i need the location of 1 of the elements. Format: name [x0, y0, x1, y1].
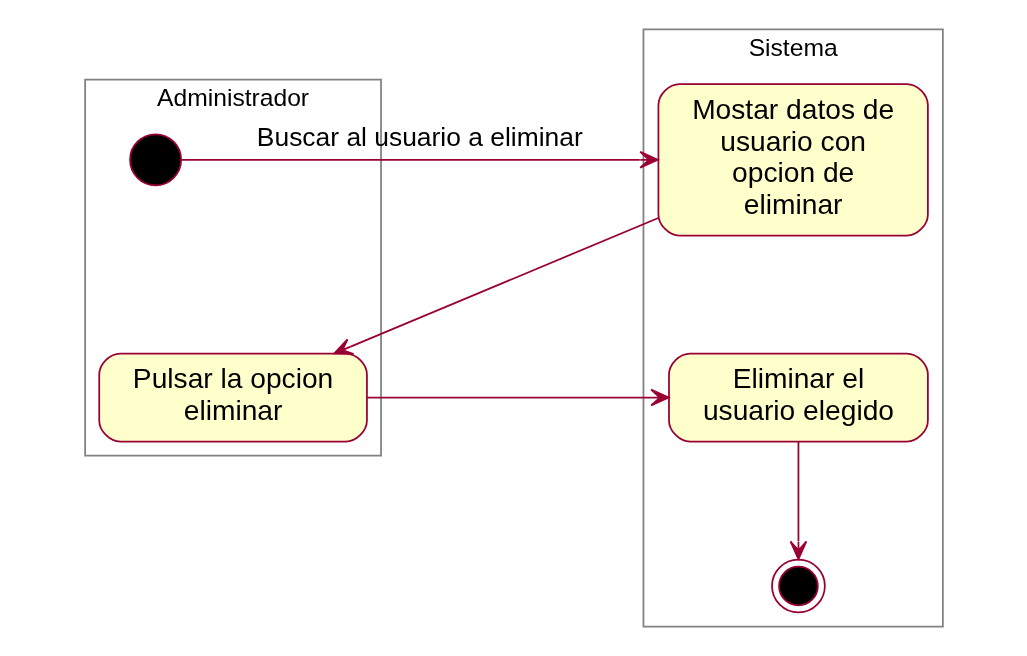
edge-label: Buscar al usuario a eliminar — [256, 121, 583, 152]
